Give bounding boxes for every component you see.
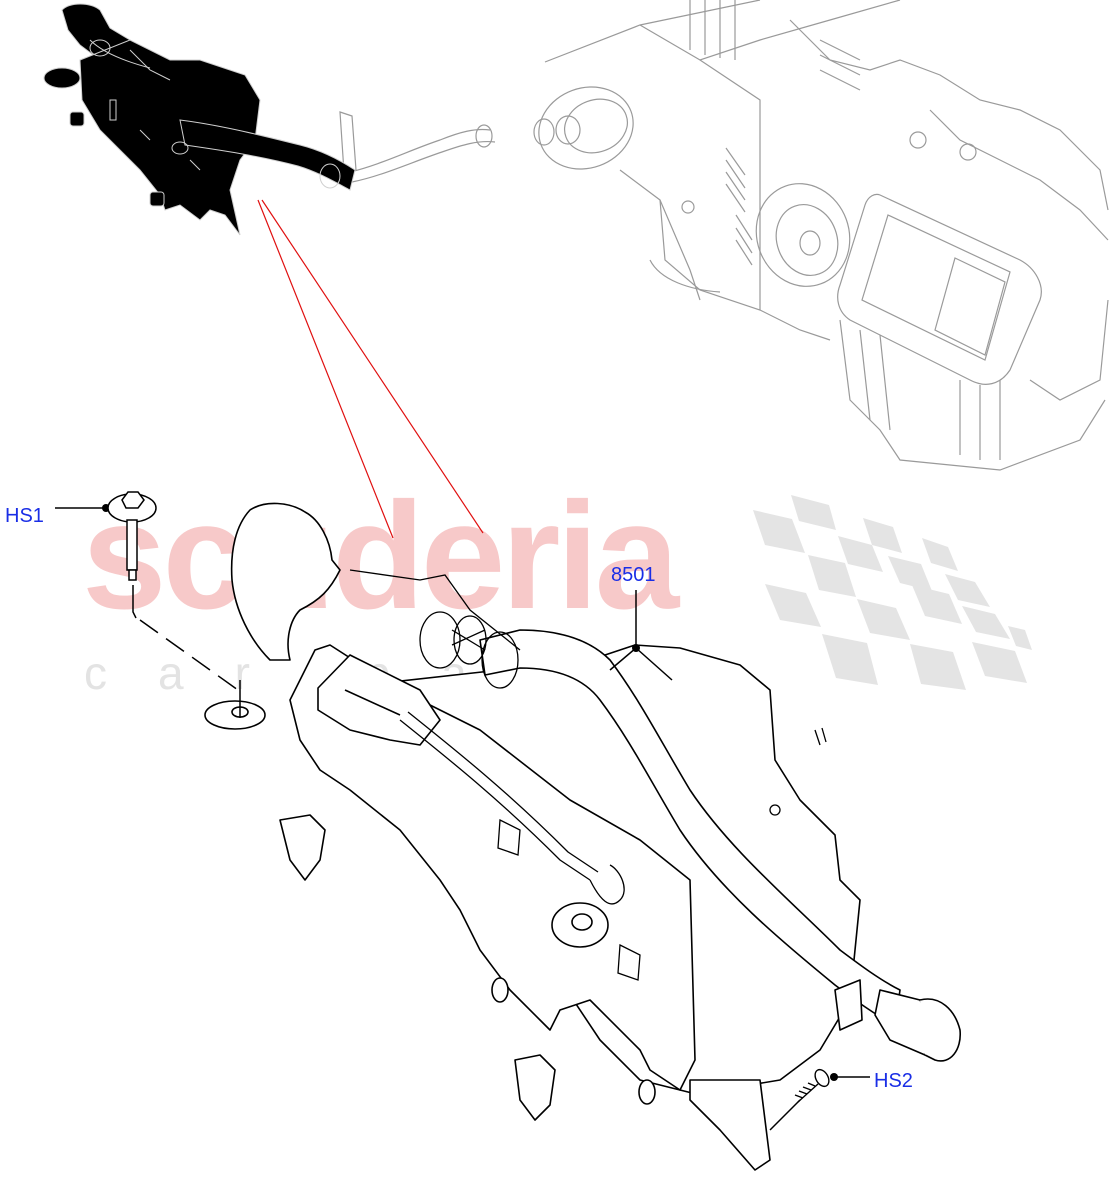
watermark-scuderia: scuderia	[82, 471, 679, 641]
callout-8501[interactable]: 8501	[611, 564, 656, 586]
bolt-hs1-icon	[107, 491, 157, 581]
screw-hs2-icon	[794, 1068, 830, 1103]
callout-hs1[interactable]: HS1	[5, 505, 44, 527]
callout-hs2[interactable]: HS2	[874, 1070, 913, 1092]
